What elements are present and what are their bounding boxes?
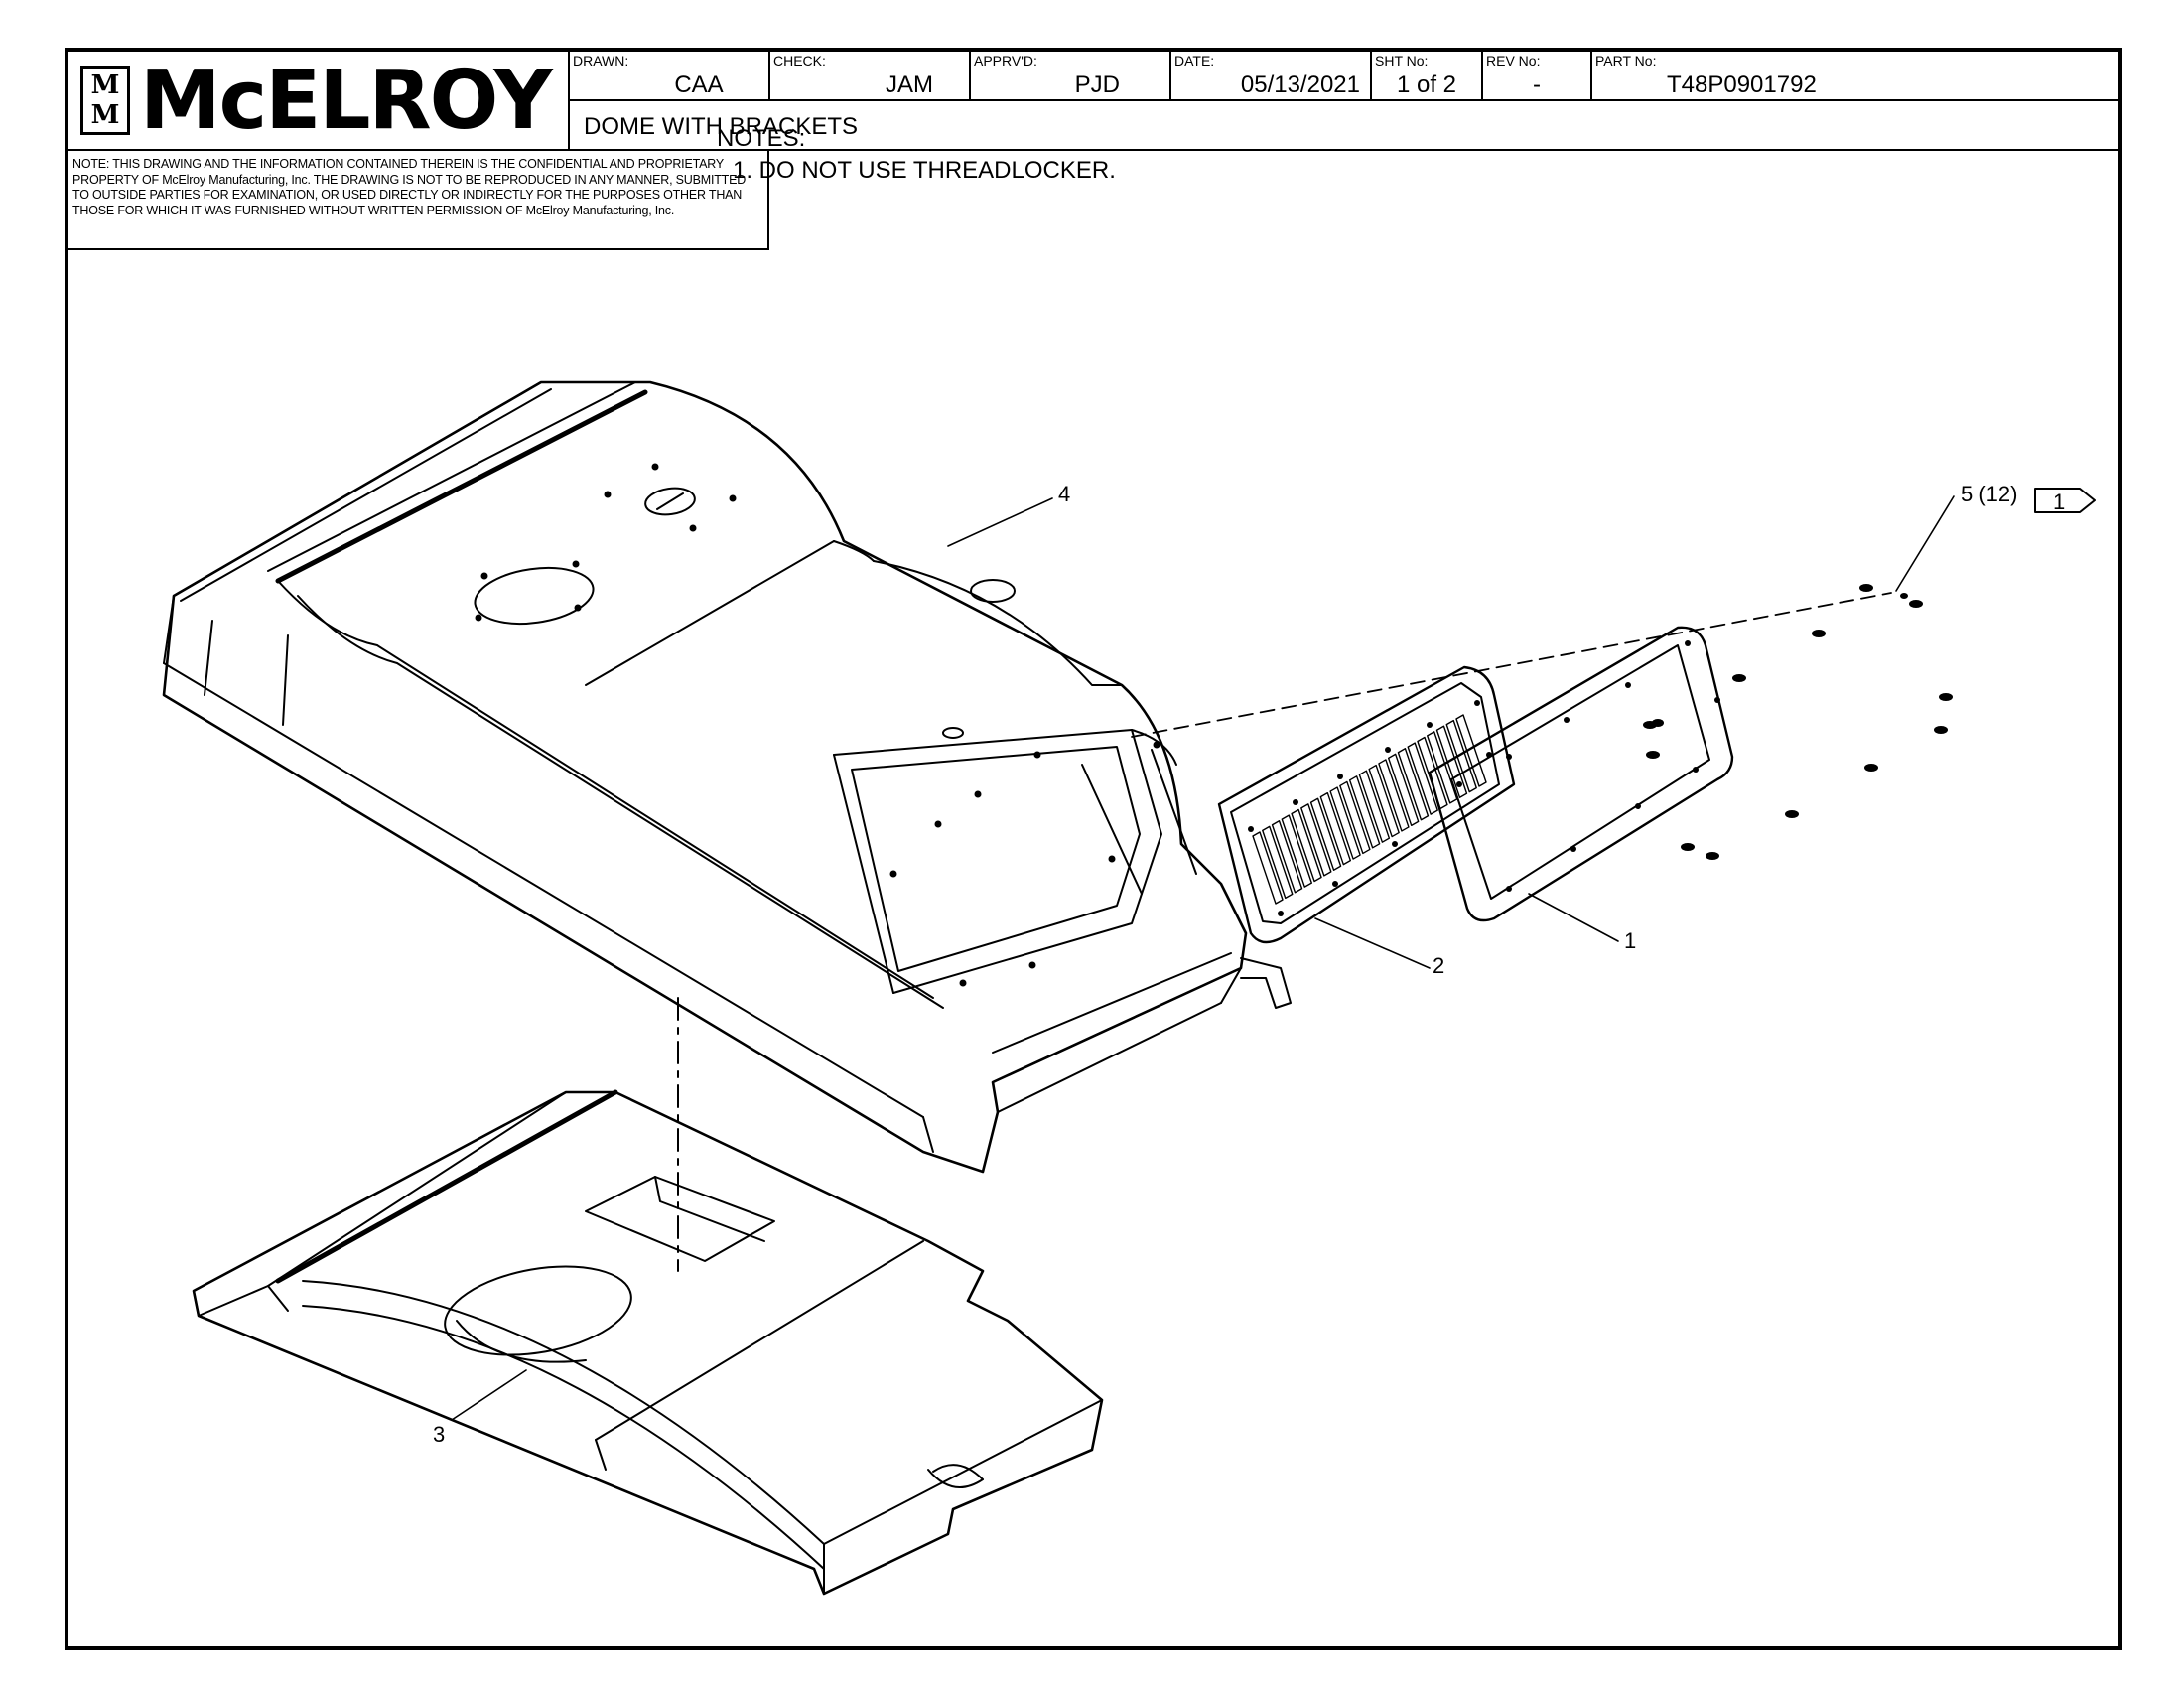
callout-item2: 2: [1433, 953, 1444, 978]
leader-line-item2: [1314, 917, 1431, 969]
base-plate-part: [192, 1089, 1104, 1596]
logo-mark: M M: [80, 66, 130, 135]
drawn-cell: DRAWN: CAA: [570, 52, 770, 101]
grille-louvers: [1252, 714, 1487, 905]
approved-label: APPRV'D:: [974, 53, 1037, 69]
leader-line-item3: [451, 1369, 527, 1421]
grille-louver-slot: [1309, 797, 1342, 871]
leader-line-item1: [1528, 893, 1619, 942]
date-cell: DATE: 05/13/2021: [1171, 52, 1372, 101]
callout-item4: 4: [1058, 482, 1070, 506]
note-flag-box: [2034, 488, 2096, 513]
check-value: JAM: [886, 71, 933, 98]
company-name: McELROY: [140, 54, 553, 148]
grille-louver-slot: [1407, 742, 1438, 815]
grille-louver-slot: [1397, 748, 1430, 821]
title-block-row: DRAWN: CAA CHECK: JAM APPRV'D: PJD DATE:…: [570, 52, 2118, 101]
callout-item3: 3: [433, 1422, 445, 1447]
grille-louver-slot: [1358, 770, 1391, 843]
callout-item5: 5 (12): [1961, 482, 2017, 506]
logo-mark-bottom: M: [90, 100, 120, 130]
grille-louver-slot: [1445, 719, 1477, 793]
grille-louver-slot: [1262, 825, 1294, 900]
drawing-title-cell: DOME WITH BRACKETS: [570, 101, 2118, 151]
assembly-dashed-line: [1131, 592, 1892, 738]
drawn-value: CAA: [674, 71, 724, 98]
date-label: DATE:: [1174, 53, 1215, 69]
grille-louver-slot: [1291, 808, 1322, 883]
leader-line-item5: [1895, 495, 1955, 592]
company-logo: M M McELROY: [68, 52, 570, 151]
drawing-title: DOME WITH BRACKETS: [584, 113, 859, 140]
part-cell: PART No: T48P0901792: [1592, 52, 2123, 101]
note-item: 1. DO NOT USE THREADLOCKER.: [733, 157, 1116, 184]
grille-bolt-holes: [1248, 700, 1492, 916]
part-label: PART No:: [1595, 53, 1657, 69]
grille-louver-slot: [1348, 775, 1381, 849]
notes-heading: NOTES:: [717, 125, 806, 152]
grille-louver-slot: [1387, 753, 1420, 827]
louvered-grille-part: [1217, 665, 1516, 944]
approved-cell: APPRV'D: PJD: [971, 52, 1171, 101]
part-value: T48P0901792: [1667, 71, 1817, 98]
rev-value: -: [1533, 71, 1541, 98]
leader-line-item4: [947, 497, 1053, 547]
check-label: CHECK:: [773, 53, 826, 69]
grille-louver-slot: [1281, 814, 1312, 888]
note-flag-label: 1: [2053, 490, 2065, 514]
sheet-label: SHT No:: [1375, 53, 1429, 69]
grille-louver-slot: [1271, 820, 1303, 894]
grille-louver-slot: [1435, 725, 1468, 798]
date-value: 05/13/2021: [1240, 71, 1360, 98]
rev-label: REV No:: [1486, 53, 1541, 69]
check-cell: CHECK: JAM: [770, 52, 971, 101]
approved-value: PJD: [1074, 71, 1120, 98]
gasket-bolt-holes: [1456, 640, 1720, 892]
confidential-note: NOTE: THIS DRAWING AND THE INFORMATION C…: [68, 151, 769, 250]
grille-louver-slot: [1455, 714, 1487, 787]
grille-louver-slot: [1252, 831, 1284, 905]
sheet-cell: SHT No: 1 of 2: [1372, 52, 1483, 101]
dome-part: [162, 380, 1292, 1174]
notes-block: NOTES: 1. DO NOT USE THREADLOCKER.: [717, 125, 1116, 185]
grille-louver-slot: [1300, 803, 1332, 877]
callout-item1: 1: [1624, 928, 1636, 953]
grille-louver-slot: [1339, 780, 1371, 855]
sheet-value: 1 of 2: [1396, 71, 1457, 98]
logo-mark-top: M: [90, 70, 120, 100]
grille-louver-slot: [1378, 759, 1410, 832]
grille-louver-slot: [1319, 791, 1352, 866]
screw-set: [1643, 584, 1953, 860]
drawing-sheet-border: M M McELROY DRAWN: CAA CHECK: JAM APPRV'…: [65, 48, 2122, 1650]
rev-cell: REV No: -: [1483, 52, 1592, 101]
drawn-label: DRAWN:: [573, 53, 629, 69]
dome-bolt-holes: [475, 463, 1160, 987]
grille-louver-slot: [1329, 786, 1361, 860]
grille-louver-slot: [1368, 764, 1400, 838]
